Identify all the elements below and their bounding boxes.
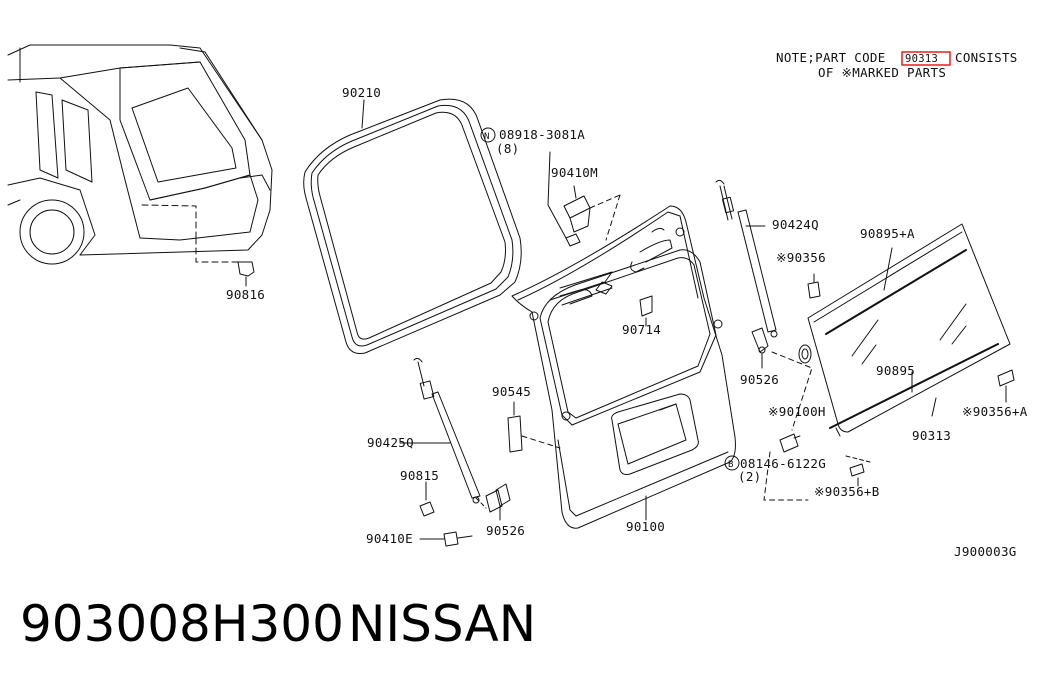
- label-90410M: 90410M: [551, 165, 598, 180]
- label-90895: 90895: [876, 363, 915, 378]
- label-08146: 08146-6122G: [740, 456, 826, 471]
- circle-b-icon: [724, 455, 740, 471]
- label-90424Q: 90424Q: [772, 217, 819, 232]
- note-line1-suffix: CONSISTS: [955, 50, 1018, 65]
- bolt-90410E: [443, 531, 459, 547]
- weatherstrip-90210: [303, 98, 522, 354]
- part-number: 903008H300: [20, 595, 344, 653]
- bolt-08146: [779, 433, 799, 453]
- label-90356-A: ※90356+A: [962, 404, 1028, 419]
- label-90356-B: ※90356+B: [814, 484, 880, 499]
- label-90425Q: 90425Q: [367, 435, 414, 450]
- brand-name: NISSAN: [348, 595, 537, 653]
- note-boxed-code: 90313: [905, 53, 938, 65]
- note-line1-prefix: NOTE;PART CODE: [776, 50, 886, 65]
- stay-damper-90425Q: [413, 357, 503, 513]
- bolt-90815: [419, 501, 435, 517]
- label-08918: 08918-3081A: [499, 127, 585, 142]
- hinge-90526-right: [751, 327, 769, 353]
- note-code-box: [901, 51, 951, 66]
- label-90815: 90815: [400, 468, 439, 483]
- label-90210: 90210: [342, 85, 381, 100]
- circle-n-icon: [480, 127, 496, 143]
- clip-90356-A: [997, 369, 1015, 387]
- circle-b-letter: B: [728, 460, 734, 470]
- label-90545: 90545: [492, 384, 531, 399]
- clip-90356: [807, 281, 821, 299]
- label-90545: [507, 415, 523, 453]
- grommet-90816: [237, 261, 255, 277]
- note-line2: OF ※MARKED PARTS: [818, 65, 946, 80]
- label-90100H: ※90100H: [768, 404, 826, 419]
- label-90410E: 90410E: [366, 531, 413, 546]
- label-08918-qty: (8): [496, 141, 519, 156]
- stay-damper-90424Q: [715, 179, 778, 338]
- grommet-90100H: [798, 344, 812, 364]
- back-window-glass-90313: [807, 223, 1011, 437]
- label-90714: 90714: [622, 322, 661, 337]
- circle-n-letter: N: [484, 132, 490, 142]
- label-90526-right: 90526: [740, 372, 779, 387]
- label-90100: 90100: [626, 519, 665, 534]
- label-08146-qty: (2): [738, 469, 761, 484]
- clip-90356-B: [849, 463, 865, 477]
- label-90895-A: 90895+A: [860, 226, 915, 241]
- hinge-90526-left: [495, 483, 511, 507]
- label-90356: ※90356: [776, 250, 826, 265]
- label-90313: 90313: [912, 428, 951, 443]
- diagram-code: J900003G: [954, 544, 1017, 559]
- label-90526-left: 90526: [486, 523, 525, 538]
- latch-90410M: [547, 151, 621, 247]
- vehicle-illustration: [7, 44, 273, 265]
- label-90816: 90816: [226, 287, 265, 302]
- parts-diagram: 90210 90816 N 08918-3081A (8) 90410M 904…: [7, 44, 1028, 559]
- back-door-90100: [511, 205, 736, 529]
